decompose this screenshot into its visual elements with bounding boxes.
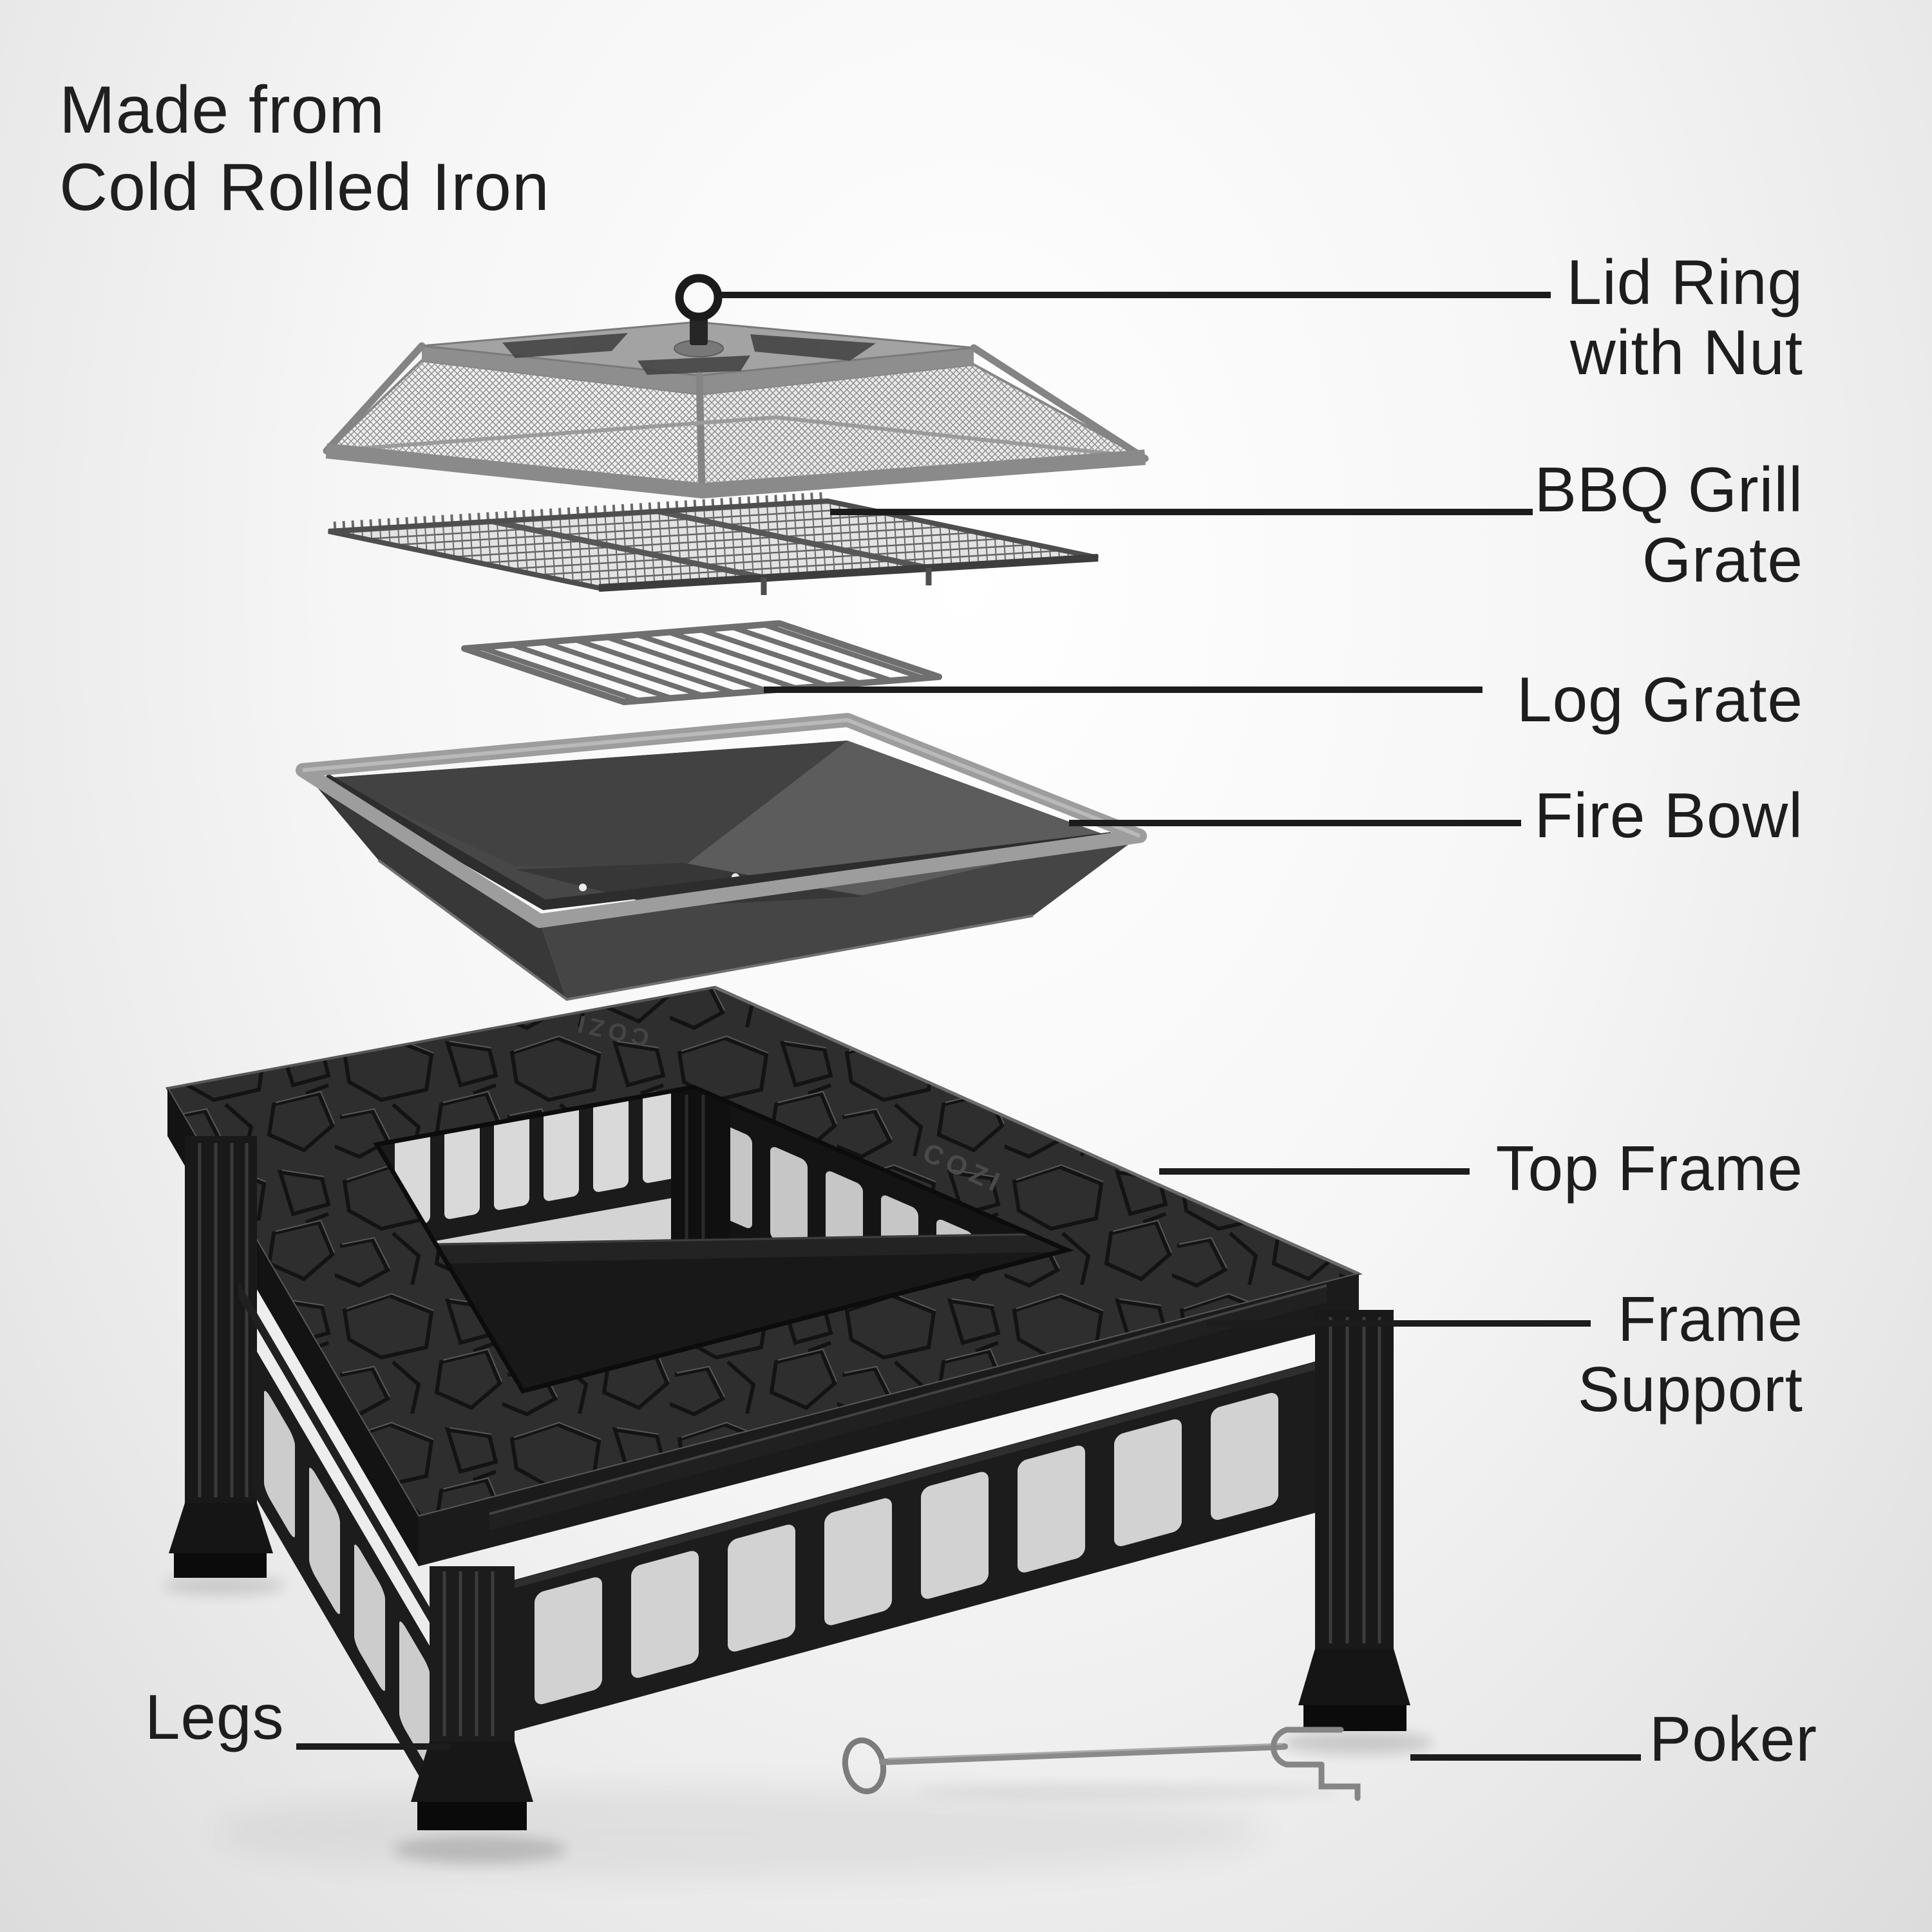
lid-corner-bars	[323, 342, 1149, 495]
poker-fork	[1270, 1727, 1344, 1768]
bowl-left-inner-wall	[325, 741, 848, 866]
label-legs: Legs	[145, 1681, 285, 1752]
bowl-outer-right-wall	[540, 836, 1140, 999]
log-grate	[461, 620, 942, 705]
right-leg	[1298, 1310, 1410, 1731]
label-bbq-grate: BBQ Grill Grate	[1534, 454, 1803, 595]
inner-support-bar	[379, 1233, 1060, 1265]
fire-bowl	[296, 713, 1147, 1001]
front-railing	[489, 1284, 1327, 1735]
lid-front-rim	[325, 443, 1146, 498]
poker-tool	[842, 1727, 1361, 1801]
bbq-grate-dividers	[493, 508, 929, 581]
bowl-outer-left-wall	[303, 770, 567, 999]
lid-plate-vents	[502, 333, 876, 375]
top-frame: COZI COZI COZI	[165, 985, 1363, 1519]
left-side-railing	[238, 1281, 444, 1808]
lid-nut	[690, 317, 708, 345]
lid-ring	[675, 274, 723, 321]
title-line-2: Cold Rolled Iron	[59, 149, 550, 225]
poker-shaft	[879, 1743, 1288, 1765]
page-title: Made from Cold Rolled Iron	[59, 72, 550, 226]
label-frame-support: Frame Support	[1577, 1283, 1803, 1425]
poker-hook	[1318, 1761, 1361, 1801]
label-lid-ring: Lid Ring with Nut	[1566, 247, 1803, 388]
label-fire-bowl: Fire Bowl	[1534, 780, 1803, 851]
poker-ring	[842, 1737, 887, 1795]
lid-back-rim	[326, 415, 1146, 459]
label-top-frame: Top Frame	[1495, 1133, 1803, 1204]
bbq-grill-grate	[328, 492, 1099, 595]
label-log-grate: Log Grate	[1517, 664, 1803, 735]
bbq-grate-feet	[761, 568, 932, 595]
left-leg	[169, 1136, 273, 1578]
frame-support-bar	[489, 1284, 1327, 1531]
front-leg	[411, 1566, 533, 1830]
fire-pit-table: COZI COZI COZI	[165, 985, 1410, 1830]
spark-screen-lid	[323, 274, 1150, 498]
label-poker: Poker	[1649, 1703, 1817, 1774]
title-line-1: Made from	[59, 73, 386, 147]
